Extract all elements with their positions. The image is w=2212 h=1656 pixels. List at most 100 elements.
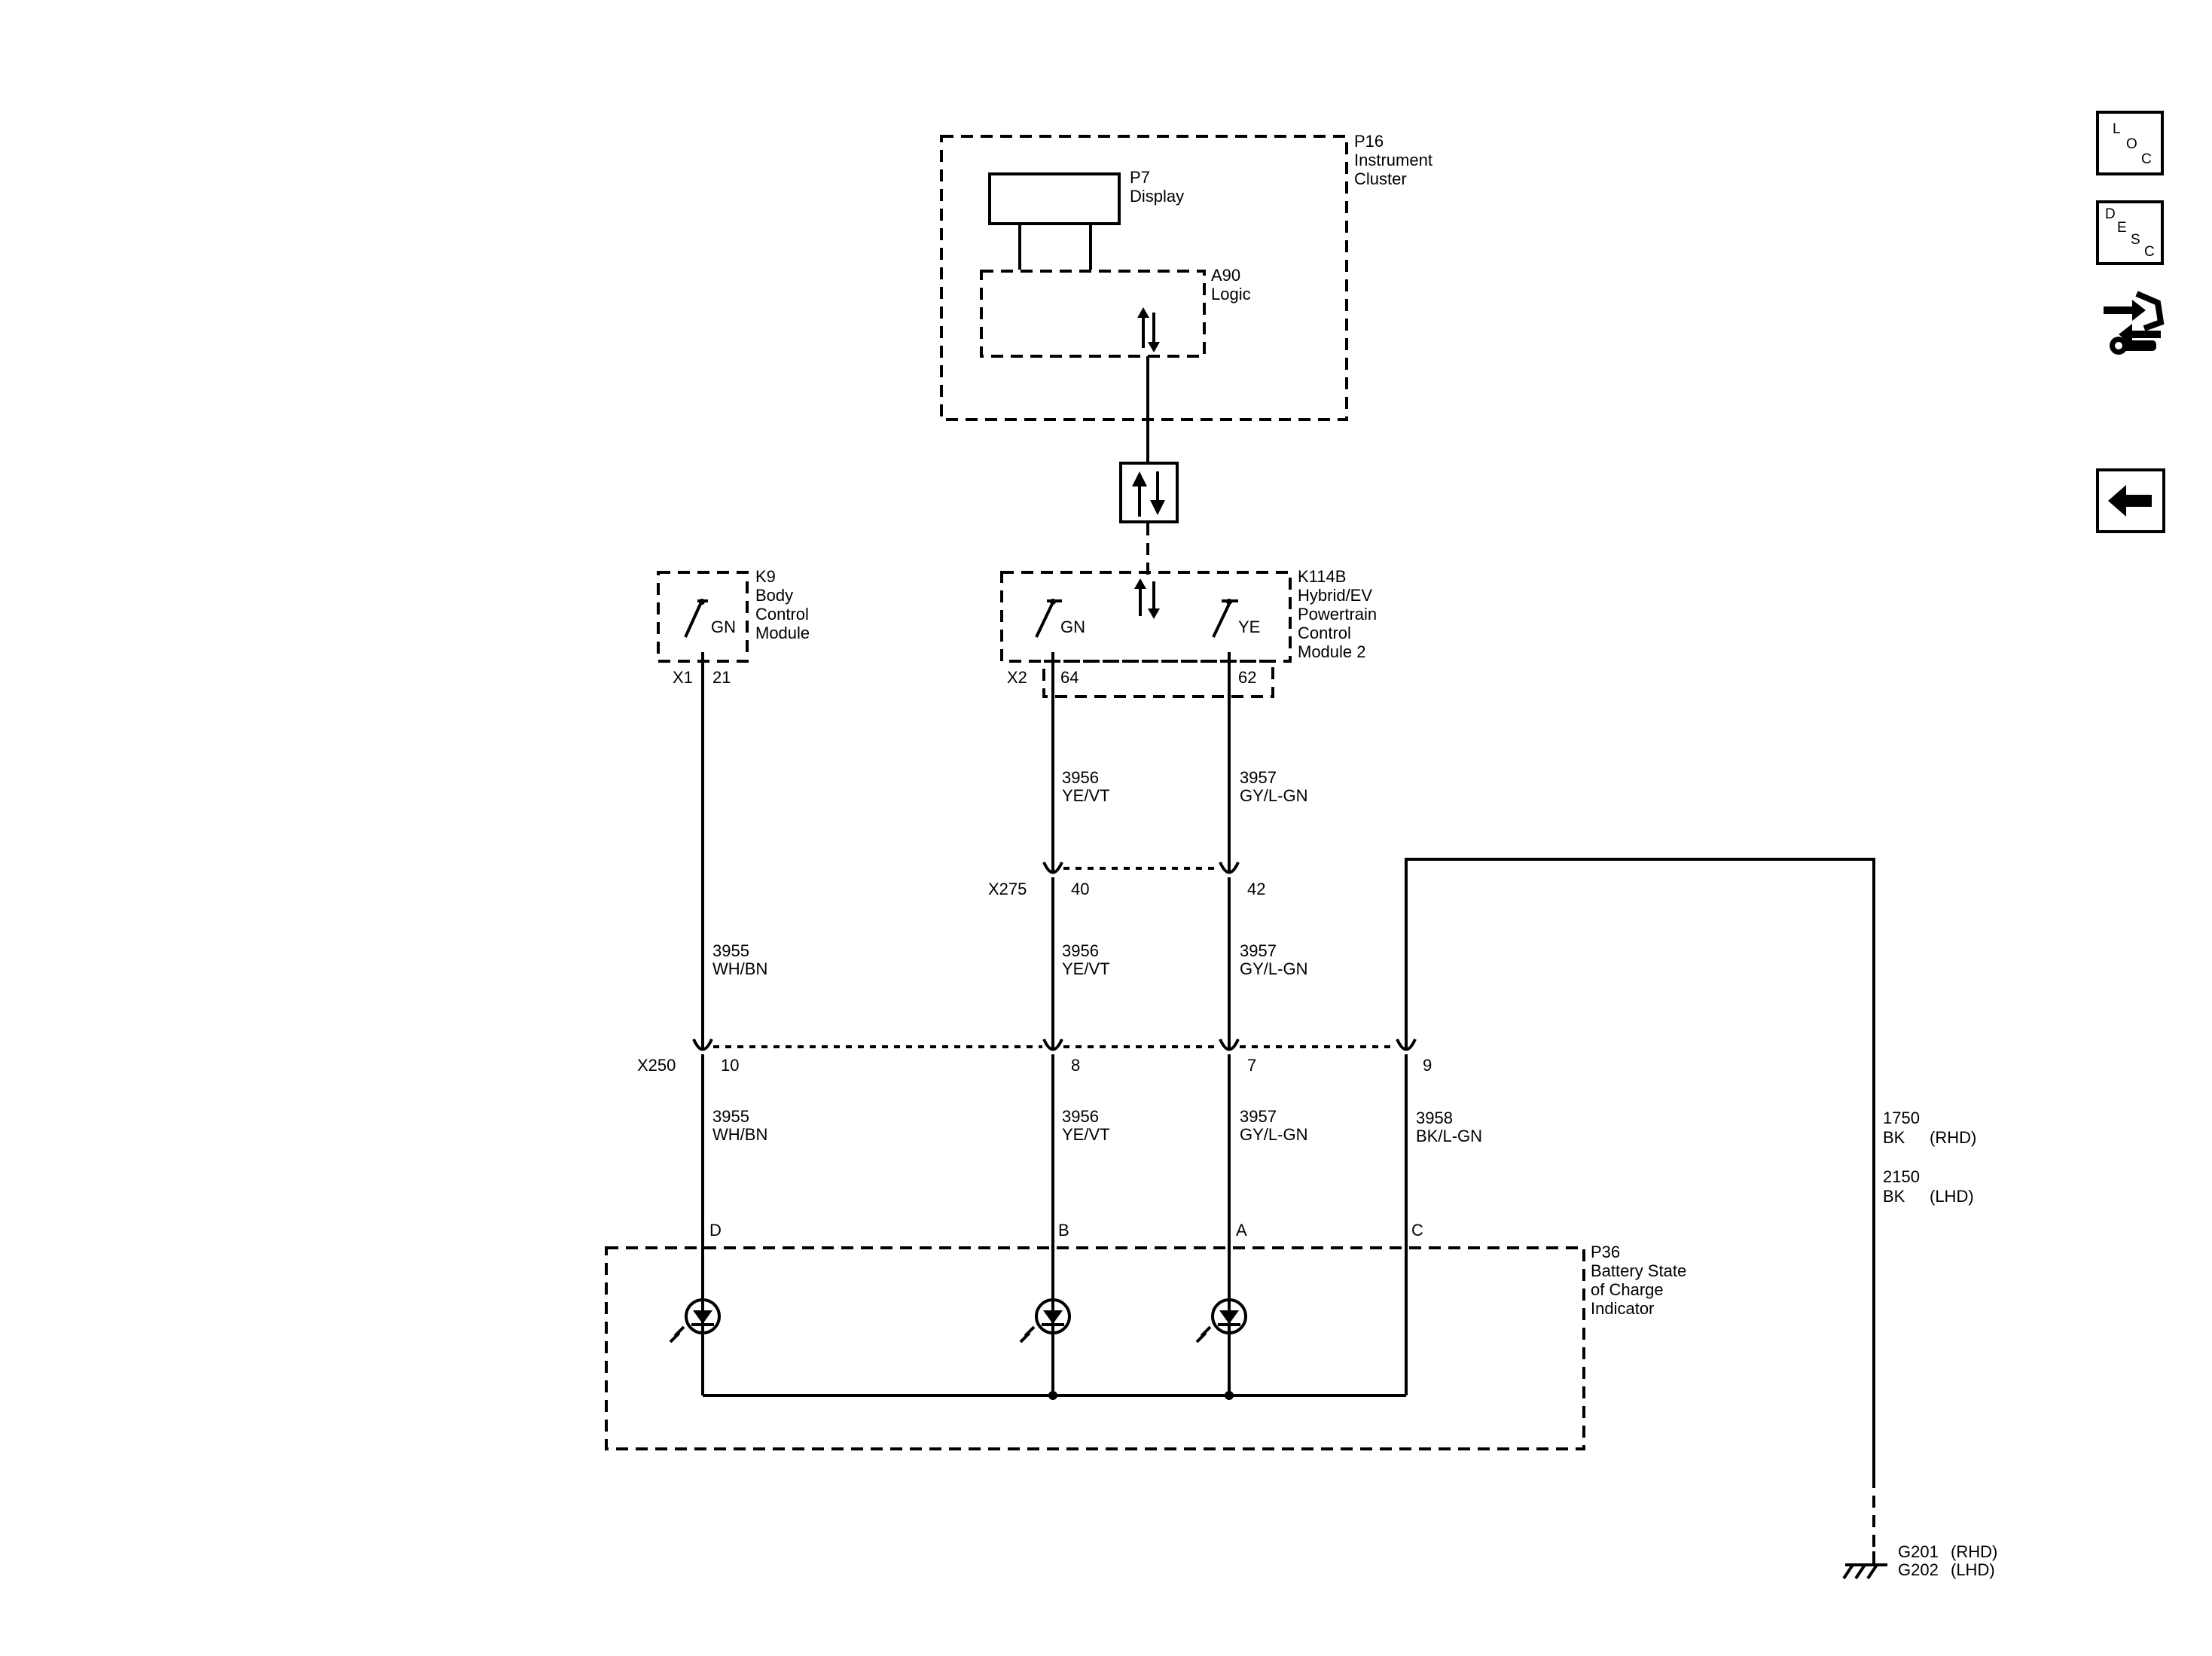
k114b-hybrid-ev-powertrain-control-module: K114B Hybrid/EV Powertrain Control Modul… xyxy=(1000,567,1377,698)
desc-letter: D xyxy=(2105,206,2116,222)
led-icon xyxy=(1195,1298,1247,1343)
p16-code: P16 xyxy=(1354,132,1384,151)
x250-pin: 7 xyxy=(1247,1056,1256,1075)
wire-label-color: BK/L-GN xyxy=(1416,1127,1482,1145)
led-icon xyxy=(669,1298,721,1343)
k114b-code: K114B xyxy=(1298,567,1346,586)
k114b-name-line2: Powertrain xyxy=(1298,605,1377,624)
p36-pin: C xyxy=(1411,1221,1423,1240)
p16-name-line2: Cluster xyxy=(1354,169,1407,188)
k9-code: K9 xyxy=(755,567,776,586)
wire-label-color: YE/VT xyxy=(1062,786,1110,805)
x250-pin: 9 xyxy=(1423,1056,1432,1075)
k114b-name-line3: Control xyxy=(1298,624,1351,642)
p36-name-line2: of Charge xyxy=(1591,1280,1664,1299)
k9-body-control-module: K9 Body Control Module GN X1 21 xyxy=(657,567,810,687)
k9-name-line1: Body xyxy=(755,586,793,605)
k114b-pin2: 62 xyxy=(1238,668,1256,687)
ground-name: G202 xyxy=(1898,1560,1939,1579)
wire-label-variant: (LHD) xyxy=(1930,1187,1974,1206)
x275-connector: X275 40 42 xyxy=(988,858,1265,898)
x250-pin: 8 xyxy=(1071,1056,1080,1075)
k9-pin: 21 xyxy=(712,668,731,687)
loc-letter: L xyxy=(2113,121,2121,137)
wire-label-circuit: 2150 xyxy=(1883,1167,1920,1186)
wire-label-color: WH/BN xyxy=(712,959,767,978)
p7-code: P7 xyxy=(1130,168,1150,187)
p36-name-line3: Indicator xyxy=(1591,1299,1654,1318)
wire-label-circuit: 3955 xyxy=(712,941,749,960)
a90-logic-box xyxy=(980,270,1206,358)
p36-pin: B xyxy=(1058,1221,1069,1240)
loc-button[interactable]: L O C xyxy=(2096,111,2164,175)
wire-label-circuit: 3957 xyxy=(1240,941,1277,960)
a90-name: Logic xyxy=(1211,285,1251,303)
wire-labels: 3956 YE/VT 3957 GY/L-GN 3955 WH/BN 3956 … xyxy=(712,768,1976,1206)
wire-label-circuit: 3956 xyxy=(1062,941,1099,960)
wire-label-color: YE/VT xyxy=(1062,959,1110,978)
k9-name-line3: Module xyxy=(755,624,810,642)
led-icon xyxy=(1019,1298,1071,1343)
p7-name: Display xyxy=(1130,187,1184,206)
x250-connector: X250 10 8 7 9 xyxy=(637,1035,1432,1075)
p36-pin: A xyxy=(1236,1221,1247,1240)
wires xyxy=(701,652,1875,1551)
ground-variant: (LHD) xyxy=(1951,1560,1995,1579)
p36-name-line1: Battery State xyxy=(1591,1261,1686,1280)
k114b-pin1: 64 xyxy=(1060,668,1079,687)
wire-label-circuit: 3957 xyxy=(1240,1107,1277,1126)
wire-label-color: BK xyxy=(1883,1128,1905,1147)
wire-label-color: GY/L-GN xyxy=(1240,959,1307,978)
k9-connector: X1 xyxy=(673,668,693,687)
x250-pin: 10 xyxy=(721,1056,739,1075)
desc-letter: E xyxy=(2117,220,2127,236)
p36-battery-state-of-charge-indicator: P36 Battery State of Charge Indicator D … xyxy=(605,1221,1686,1450)
wire-ground-loop xyxy=(1405,858,1875,1476)
loc-letter: C xyxy=(2141,151,2152,167)
k114b-switch-2-icon xyxy=(1212,599,1238,638)
wire-label-color: GY/L-GN xyxy=(1240,1125,1307,1144)
wire-label-circuit: 3956 xyxy=(1062,768,1099,787)
k114b-pin1-color: GN xyxy=(1060,618,1085,636)
wire-label-color: WH/BN xyxy=(712,1125,767,1144)
k114b-data-arrows-icon xyxy=(1134,578,1160,619)
x250-name: X250 xyxy=(637,1056,676,1075)
wire-label-circuit: 3958 xyxy=(1416,1109,1453,1127)
k114b-switch-1-icon xyxy=(1035,599,1062,638)
wire-label-color: YE/VT xyxy=(1062,1125,1110,1144)
p36-pin: D xyxy=(709,1221,722,1240)
x275-pin: 40 xyxy=(1071,880,1089,898)
p16-instrument-cluster: P16 Instrument Cluster P7 Display A90 Lo… xyxy=(940,132,1432,421)
p36-code: P36 xyxy=(1591,1243,1620,1261)
p7-display-box xyxy=(988,172,1121,225)
bidirectional-arrows-icon xyxy=(1137,307,1160,352)
p16-name-line1: Instrument xyxy=(1354,151,1432,169)
k9-pin-color: GN xyxy=(711,618,736,636)
wire-label-circuit: 1750 xyxy=(1883,1109,1920,1127)
x275-pin: 42 xyxy=(1247,880,1265,898)
serial-data-link xyxy=(1119,360,1179,580)
wrench-arrows-icon[interactable] xyxy=(2098,280,2167,361)
ground-symbol: G201 (RHD) G202 (LHD) xyxy=(1842,1542,1997,1580)
back-button[interactable] xyxy=(2096,468,2165,533)
k114b-pin2-color: YE xyxy=(1238,618,1260,636)
left-arrow-icon xyxy=(2108,485,2152,517)
serial-data-symbol xyxy=(1119,462,1179,523)
wire-label-circuit: 3955 xyxy=(712,1107,749,1126)
desc-letter: S xyxy=(2131,232,2140,248)
wire-label-color: BK xyxy=(1883,1187,1905,1206)
x275-name: X275 xyxy=(988,880,1027,898)
ground-variant: (RHD) xyxy=(1951,1542,1997,1561)
k9-name-line2: Control xyxy=(755,605,809,624)
k114b-connector: X2 xyxy=(1007,668,1027,687)
wire-label-variant: (RHD) xyxy=(1930,1128,1976,1147)
wire-label-circuit: 3956 xyxy=(1062,1107,1099,1126)
ground-name: G201 xyxy=(1898,1542,1939,1561)
k114b-name-line1: Hybrid/EV xyxy=(1298,586,1372,605)
wire-label-circuit: 3957 xyxy=(1240,768,1277,787)
loc-letter: O xyxy=(2126,136,2137,152)
k9-switch-icon xyxy=(684,599,708,638)
desc-button[interactable]: D E S C xyxy=(2096,200,2164,265)
a90-code: A90 xyxy=(1211,266,1240,285)
